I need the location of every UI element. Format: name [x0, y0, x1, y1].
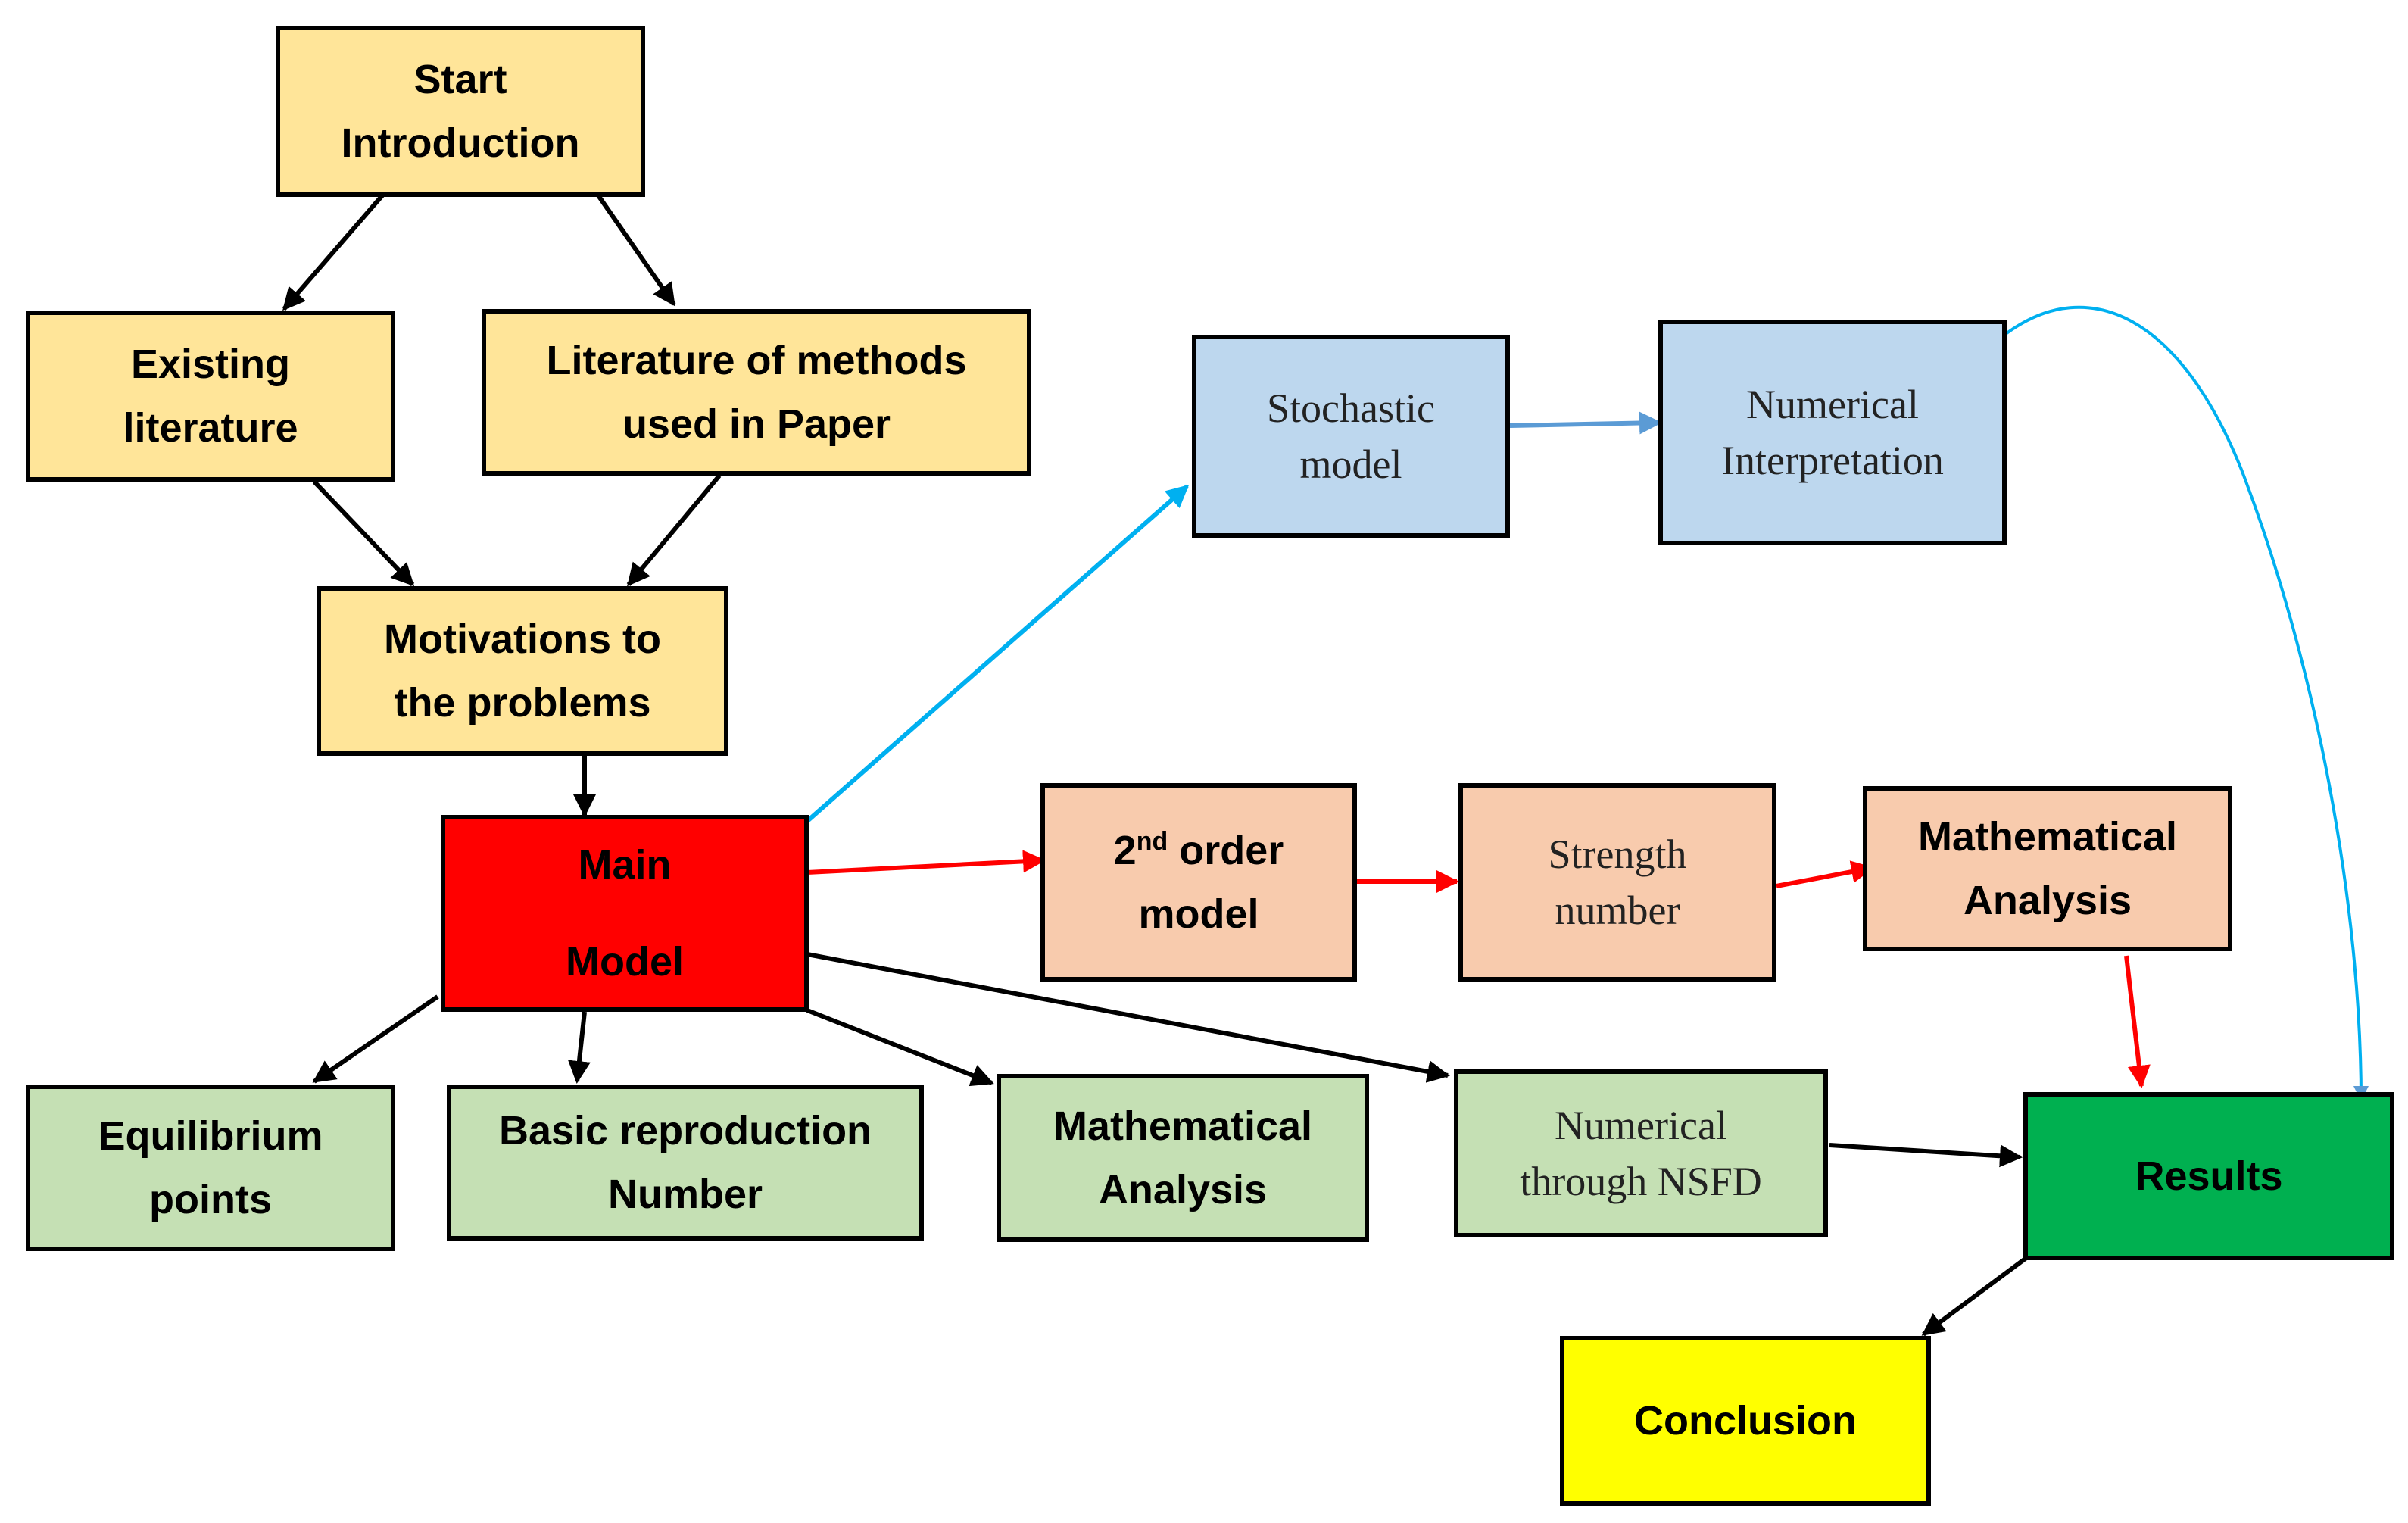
- stochastic-model-box: Stochastic model: [1192, 335, 1510, 538]
- basic-reproduction-line1: Basic reproduction: [498, 1108, 872, 1153]
- second-order-line1: 2nd order: [1114, 819, 1284, 882]
- equilibrium-points-box: Equilibrium points: [26, 1085, 395, 1251]
- numerical-interpretation-line1: Numerical: [1746, 382, 1919, 427]
- main-model-box: Main Model: [441, 815, 809, 1012]
- numerical-nsfd-box: Numerical through NSFD: [1454, 1069, 1828, 1237]
- existing-literature-line2: literature: [123, 405, 298, 451]
- equilibrium-points-line2: points: [149, 1177, 272, 1222]
- arrow-main-model-to-second-order: [806, 850, 1046, 875]
- main-model-line1: Main: [578, 842, 672, 888]
- introduction-label: Introduction: [341, 120, 580, 166]
- existing-literature-line1: Existing: [130, 342, 291, 387]
- second-order-line2: model: [1138, 891, 1259, 937]
- numerical-nsfd-line1: Numerical: [1555, 1103, 1727, 1148]
- strength-number-line1: Strength: [1548, 832, 1687, 877]
- stochastic-model-line2: model: [1299, 442, 1402, 487]
- existing-literature-box: Existing literature: [26, 311, 395, 482]
- literature-methods-line1: Literature of methods: [546, 338, 967, 383]
- arrow-main-model-to-numerical-nsfd: [806, 952, 1450, 1083]
- conclusion-label: Conclusion: [1634, 1398, 1857, 1443]
- start-introduction-box: Start Introduction: [276, 26, 645, 197]
- arrow-math-analysis-top-to-results: [2124, 955, 2151, 1088]
- arrow-strength-to-math-analysis-top: [1776, 860, 1874, 888]
- math-analysis-bottom-line1: Mathematical: [1053, 1103, 1313, 1149]
- arrow-start-to-existing-literature: [282, 194, 385, 311]
- motivations-line2: the problems: [394, 680, 651, 726]
- arrow-numerical-nsfd-to-results: [1829, 1143, 2023, 1168]
- arrow-stochastic-to-numerical-interpretation: [1509, 411, 1662, 435]
- arrow-existing-literature-to-motivations: [312, 479, 415, 587]
- numerical-nsfd-line2: through NSFD: [1520, 1159, 1762, 1204]
- results-label: Results: [2135, 1153, 2283, 1199]
- math-analysis-top-line2: Analysis: [1963, 878, 2132, 923]
- arrow-main-model-to-math-analysis-bottom: [806, 1008, 994, 1087]
- arrow-results-to-conclusion: [1921, 1253, 2031, 1337]
- arrow-main-model-to-stochastic: [804, 484, 1190, 825]
- arrow-main-model-to-basic-reproduction: [568, 1011, 591, 1084]
- literature-methods-line2: used in Paper: [622, 401, 891, 447]
- second-order-ordinal: 2: [1113, 828, 1137, 873]
- motivations-line1: Motivations to: [384, 616, 661, 662]
- literature-methods-box: Literature of methods used in Paper: [482, 309, 1031, 476]
- arrow-main-model-to-equilibrium: [312, 994, 439, 1084]
- arrow-numerical-interpretation-to-results: [2005, 305, 2369, 1101]
- strength-number-line2: number: [1555, 888, 1680, 933]
- arrow-literature-methods-to-motivations: [626, 474, 722, 587]
- second-order-rest: order: [1168, 828, 1284, 873]
- arrow-start-to-literature-methods: [596, 194, 676, 307]
- basic-reproduction-box: Basic reproduction Number: [447, 1085, 924, 1241]
- results-box: Results: [2023, 1092, 2394, 1260]
- math-analysis-top-box: Mathematical Analysis: [1863, 786, 2232, 951]
- second-order-model-box: 2nd order model: [1040, 783, 1357, 982]
- basic-reproduction-line2: Number: [607, 1172, 763, 1217]
- math-analysis-bottom-box: Mathematical Analysis: [997, 1074, 1369, 1242]
- motivations-box: Motivations to the problems: [317, 586, 728, 756]
- stochastic-model-line1: Stochastic: [1267, 385, 1435, 431]
- start-label: Start: [413, 57, 507, 102]
- math-analysis-top-line1: Mathematical: [1917, 814, 2178, 860]
- equilibrium-points-line1: Equilibrium: [98, 1113, 323, 1159]
- strength-number-box: Strength number: [1458, 783, 1776, 982]
- main-model-line2: Model: [566, 939, 684, 985]
- second-order-superscript: nd: [1136, 827, 1168, 856]
- numerical-interpretation-line2: Interpretation: [1721, 438, 1944, 483]
- numerical-interpretation-box: Numerical Interpretation: [1658, 320, 2007, 545]
- conclusion-box: Conclusion: [1560, 1336, 1931, 1506]
- math-analysis-bottom-line2: Analysis: [1098, 1167, 1268, 1212]
